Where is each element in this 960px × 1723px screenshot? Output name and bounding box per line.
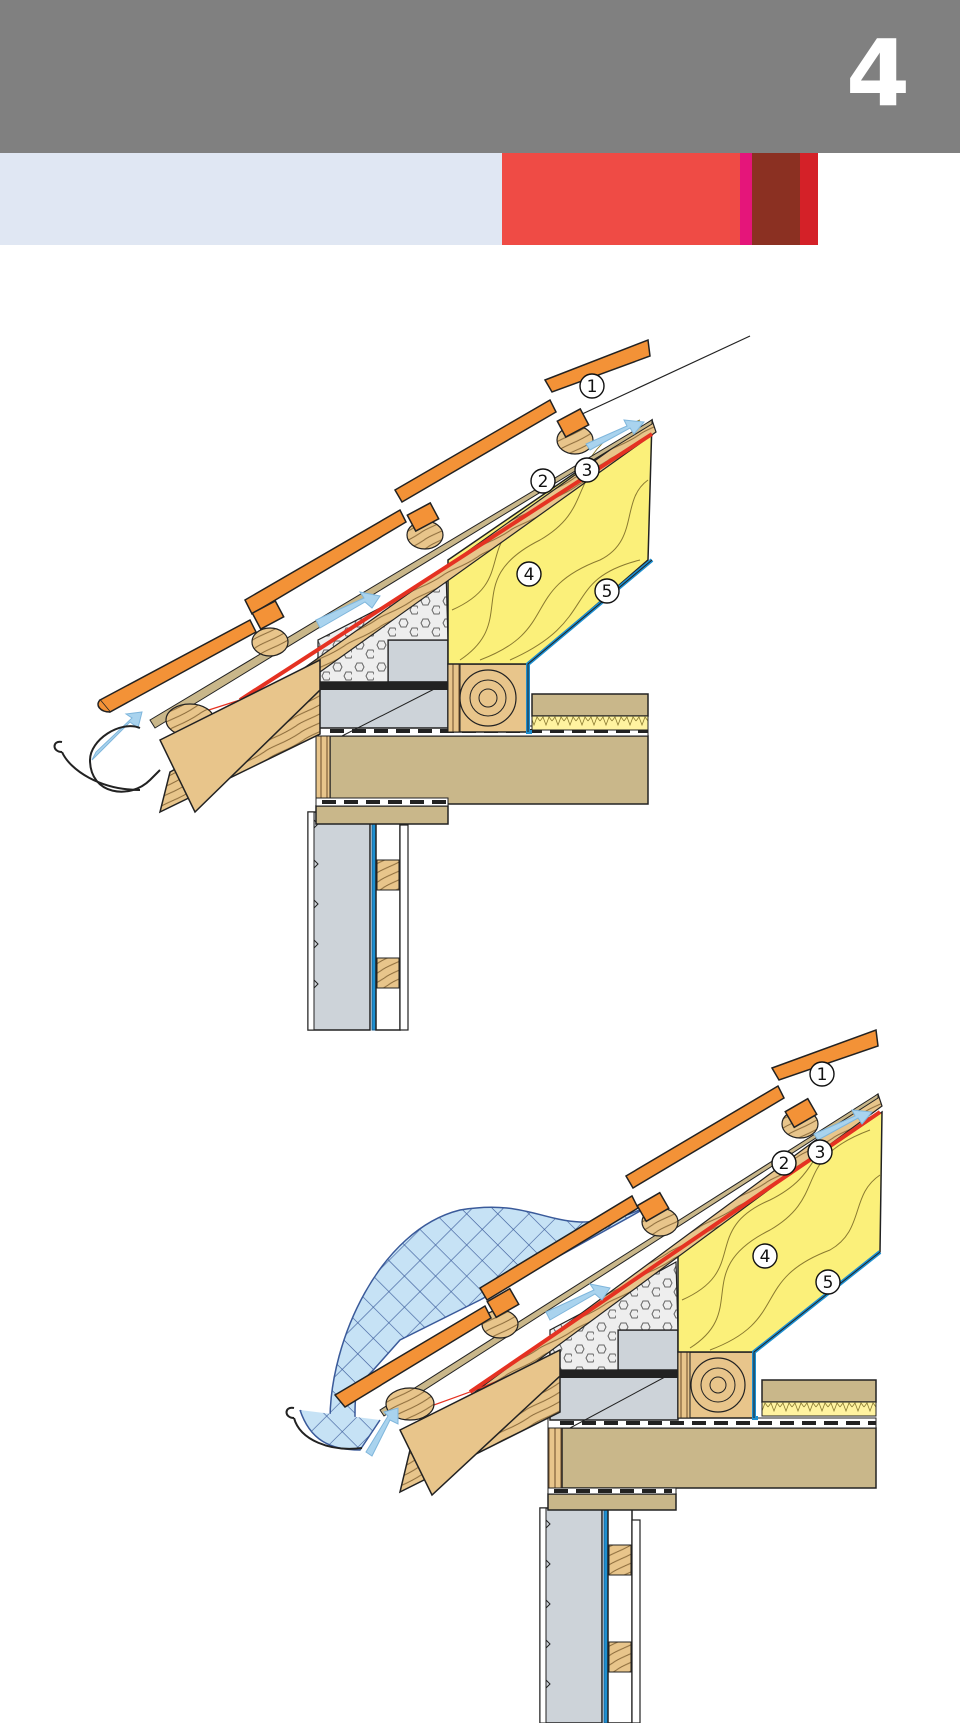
callout-5: 5	[594, 578, 620, 604]
svg-text:1: 1	[587, 377, 598, 397]
svg-text:2: 2	[779, 1154, 790, 1174]
floor-beam	[329, 735, 649, 805]
callout-2: 2	[530, 468, 556, 494]
callout-3: 3	[574, 457, 600, 483]
callout-4: 4	[752, 1243, 778, 1269]
callout-1: 1	[809, 1061, 835, 1087]
page-number: 4	[845, 20, 910, 127]
svg-text:4: 4	[760, 1247, 771, 1267]
wall-bottom	[539, 1507, 641, 1723]
strip-coral	[502, 153, 740, 245]
diagram-bottom: 1 2 3 4 5	[285, 1028, 883, 1723]
strip-red	[800, 153, 818, 245]
callout-4: 4	[516, 561, 542, 587]
callout-1: 1	[579, 373, 605, 399]
strip-light-blue	[0, 153, 502, 245]
svg-text:2: 2	[538, 472, 549, 492]
svg-text:5: 5	[602, 582, 613, 602]
svg-text:5: 5	[823, 1273, 834, 1293]
wall	[307, 811, 409, 1031]
header-bar: 4	[0, 0, 960, 153]
callout-5: 5	[815, 1269, 841, 1295]
strip-brown	[752, 153, 800, 245]
svg-text:3: 3	[582, 461, 593, 481]
pitch-line	[579, 335, 751, 416]
strip-magenta	[740, 153, 752, 245]
roof-tiles	[97, 338, 651, 713]
svg-text:1: 1	[817, 1065, 828, 1085]
svg-text:4: 4	[524, 565, 535, 585]
callout-2: 2	[771, 1150, 797, 1176]
color-strip	[0, 153, 960, 245]
svg-text:3: 3	[815, 1143, 826, 1163]
callout-3: 3	[807, 1139, 833, 1165]
diagram-top: 1 2 3 4 5	[53, 335, 751, 1031]
roof-tiles-bottom	[333, 1028, 879, 1408]
callouts-top: 1 2 3 4 5	[516, 373, 620, 604]
callouts-bottom: 1 2 3 4 5	[752, 1061, 841, 1295]
